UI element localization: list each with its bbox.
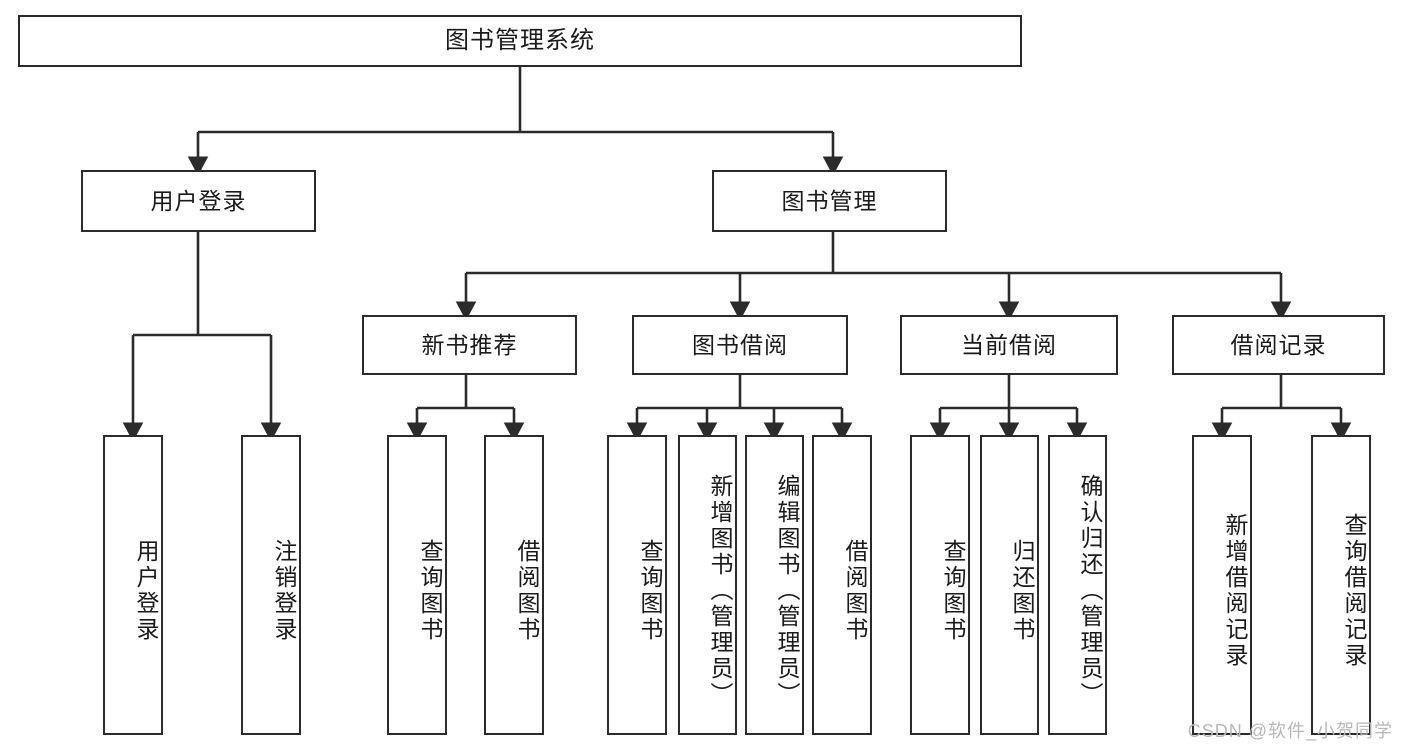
node-label: 图书借阅 (692, 331, 788, 358)
node-borrow-record[interactable]: 借阅记录 (1172, 315, 1385, 375)
node-label: 图书管理 (781, 187, 878, 214)
leaf-user-login-logout[interactable]: 注销登录 (241, 435, 301, 735)
node-label: 查询图书 (940, 539, 966, 643)
leaf-new-book-query[interactable]: 查询图书 (387, 435, 447, 735)
node-current-borrow[interactable]: 当前借阅 (900, 315, 1118, 375)
node-root-book-management-system[interactable]: 图书管理系统 (18, 15, 1022, 67)
node-label: 当前借阅 (961, 331, 1057, 358)
node-label: 新书推荐 (421, 331, 518, 358)
csdn-watermark: CSDN @软件_小贺同学 (1187, 721, 1393, 741)
node-label: 查询借阅记录 (1341, 513, 1367, 669)
leaf-book-borrow-edit[interactable]: 编辑图书（管理员） (745, 435, 804, 735)
node-label: 编辑图书（管理员） (774, 474, 800, 708)
node-book-borrow[interactable]: 图书借阅 (632, 315, 848, 375)
node-label: 借阅记录 (1230, 331, 1327, 358)
node-label: 查询图书 (637, 539, 663, 643)
leaf-current-borrow-query[interactable]: 查询图书 (910, 435, 970, 735)
leaf-borrow-record-query[interactable]: 查询借阅记录 (1311, 435, 1371, 735)
node-label: 新增图书（管理员） (707, 474, 733, 708)
node-label: 查询图书 (417, 539, 443, 643)
node-book-management[interactable]: 图书管理 (712, 170, 947, 232)
node-user-login[interactable]: 用户登录 (81, 170, 316, 232)
node-label: 图书管理系统 (445, 27, 595, 54)
leaf-current-borrow-confirm-return[interactable]: 确认归还（管理员） (1048, 435, 1107, 735)
node-label: 借阅图书 (514, 539, 540, 643)
leaf-new-book-borrow[interactable]: 借阅图书 (484, 435, 544, 735)
node-new-book-recommend[interactable]: 新书推荐 (362, 315, 577, 375)
leaf-book-borrow-borrow[interactable]: 借阅图书 (812, 435, 872, 735)
node-label: 注销登录 (271, 539, 297, 643)
leaf-current-borrow-return[interactable]: 归还图书 (980, 435, 1039, 735)
leaf-book-borrow-query[interactable]: 查询图书 (607, 435, 667, 735)
node-label: 借阅图书 (842, 539, 868, 643)
leaf-user-login-login[interactable]: 用户登录 (103, 435, 163, 735)
node-label: 用户登录 (150, 187, 247, 214)
node-label: 确认归还（管理员） (1077, 474, 1103, 708)
node-label: 归还图书 (1009, 539, 1035, 643)
leaf-book-borrow-add[interactable]: 新增图书（管理员） (678, 435, 737, 735)
node-label: 用户登录 (133, 539, 159, 643)
node-label: 新增借阅记录 (1222, 513, 1248, 669)
leaf-borrow-record-add[interactable]: 新增借阅记录 (1192, 435, 1252, 735)
